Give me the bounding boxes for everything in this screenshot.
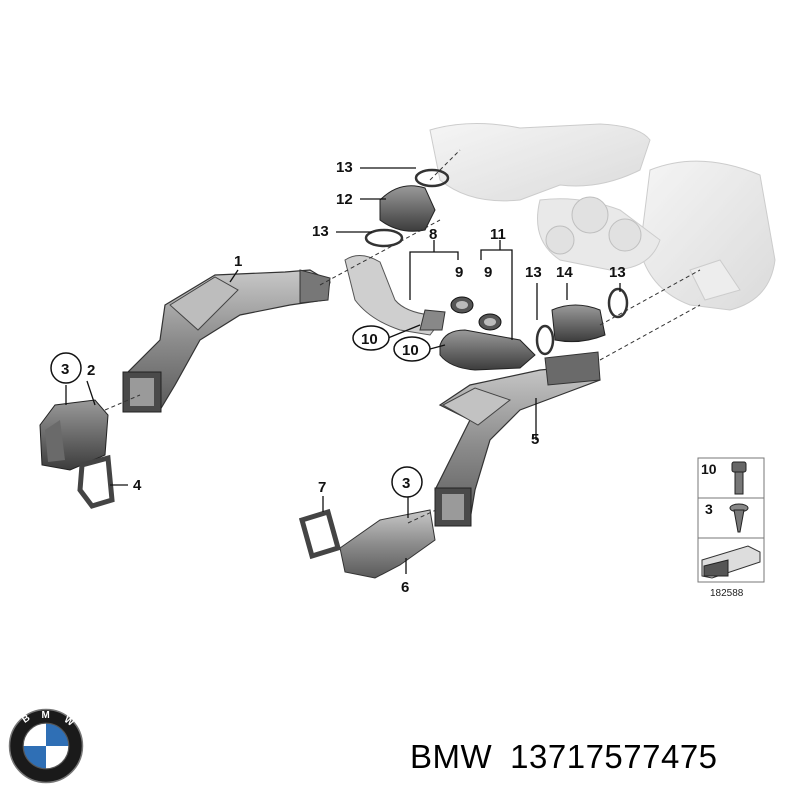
callout-ring-10a	[352, 325, 390, 351]
callout-13-c: 13	[525, 264, 542, 281]
connector-part-14	[551, 304, 606, 343]
callout-12: 12	[336, 191, 353, 208]
brand-name: BMW	[410, 738, 493, 775]
callout-5: 5	[531, 431, 539, 448]
callout-13-a: 13	[336, 159, 353, 176]
clip-part-7	[298, 508, 342, 560]
part-number: 13717577475	[510, 738, 718, 775]
bolt-icon	[731, 461, 747, 495]
callout-13-b: 13	[312, 223, 329, 240]
intake-elbow-part-8	[344, 255, 446, 336]
callouts: 1 2 3 4 5 6 7 3 8 9 9 10 10 11 12 13 13 …	[50, 159, 626, 596]
callout-ring-10b	[393, 336, 431, 362]
part-number-caption: BMW 13717577475	[410, 738, 736, 776]
callout-4: 4	[133, 477, 142, 494]
engine-illustration	[429, 123, 776, 311]
callout-10-a: 10	[361, 331, 378, 348]
callout-13-d: 13	[609, 264, 626, 281]
bmw-logo: B M W	[8, 708, 84, 784]
callout-3-left: 3	[61, 361, 69, 378]
callout-ring-3b	[391, 466, 423, 498]
seal-ring-part-13	[364, 168, 629, 356]
arrow-pointer-icon	[701, 545, 761, 579]
air-duct-part-1	[122, 269, 331, 413]
clamp-part-9	[450, 296, 502, 331]
screw-icon	[729, 503, 749, 533]
bellows-part-12	[379, 185, 436, 232]
callout-14: 14	[556, 264, 573, 281]
callout-10-b: 10	[402, 342, 419, 359]
figure-number: 182588	[710, 588, 744, 599]
callout-6: 6	[401, 579, 409, 596]
callout-9-a: 9	[455, 264, 463, 281]
leader-lines	[65, 167, 621, 574]
callout-7: 7	[318, 479, 326, 496]
callout-2: 2	[87, 362, 95, 379]
duct-end-part-6	[339, 509, 436, 579]
legend-label-10: 10	[701, 461, 717, 477]
callout-ring-3	[50, 352, 82, 384]
callout-3-lower: 3	[402, 475, 410, 492]
legend-label-3: 3	[705, 501, 713, 517]
duct-end-part-2	[39, 399, 109, 471]
svg-text:M: M	[41, 710, 49, 721]
air-duct-part-5	[434, 351, 601, 527]
callout-9-b: 9	[484, 264, 492, 281]
fastener-legend: 10 3 182588	[697, 457, 765, 599]
callout-1: 1	[234, 253, 242, 270]
dashed-assembly-lines	[104, 149, 701, 524]
callout-8: 8	[429, 226, 437, 243]
callout-11: 11	[490, 226, 506, 243]
bent-pipe-part-11	[439, 329, 536, 371]
clip-part-4	[77, 454, 115, 509]
